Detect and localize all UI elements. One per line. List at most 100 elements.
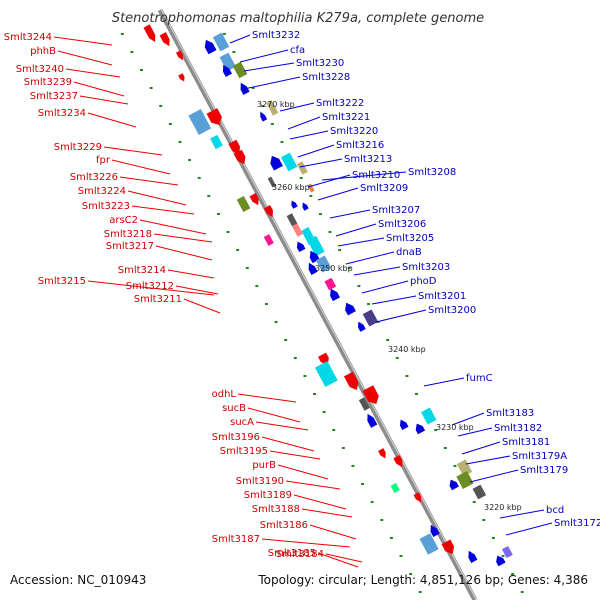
gene-feature[interactable] bbox=[159, 32, 173, 48]
gene-label[interactable]: Smlt3195 bbox=[220, 446, 268, 457]
gene-label[interactable]: Smlt3230 bbox=[296, 58, 344, 69]
gene-label[interactable]: Smlt3179A bbox=[512, 451, 567, 462]
gene-label[interactable]: Smlt3229 bbox=[54, 142, 102, 153]
gene-label[interactable]: Smlt3188 bbox=[252, 504, 300, 515]
gene-feature[interactable] bbox=[466, 549, 478, 563]
gene-label[interactable]: odhL bbox=[212, 389, 237, 400]
gene-label[interactable]: Smlt3224 bbox=[78, 186, 126, 197]
gene-feature[interactable] bbox=[233, 149, 249, 167]
gene-feature[interactable] bbox=[358, 397, 370, 411]
gene-feature[interactable] bbox=[212, 32, 230, 52]
gene-label[interactable]: Smlt3234 bbox=[38, 108, 86, 119]
gene-label[interactable]: Smlt3190 bbox=[236, 476, 284, 487]
gene-feature[interactable] bbox=[188, 108, 212, 136]
gene-feature[interactable] bbox=[249, 193, 262, 207]
gene-label[interactable]: fpr bbox=[96, 155, 111, 166]
gene-label[interactable]: Smlt3196 bbox=[212, 432, 260, 443]
gene-label[interactable]: Smlt3211 bbox=[134, 294, 182, 305]
gene-feature[interactable] bbox=[413, 492, 424, 504]
gene-feature[interactable] bbox=[324, 277, 337, 291]
gene-label[interactable]: Smlt3186 bbox=[260, 520, 308, 531]
gene-feature[interactable] bbox=[301, 201, 309, 211]
gene-feature[interactable] bbox=[314, 360, 338, 388]
gene-label[interactable]: Smlt3220 bbox=[330, 126, 378, 137]
gene-label[interactable]: cfa bbox=[290, 45, 305, 56]
gene-label[interactable]: Smlt3217 bbox=[106, 241, 154, 252]
gene-label[interactable]: Smlt3215 bbox=[38, 276, 86, 287]
gene-label[interactable]: Smlt3222 bbox=[316, 98, 364, 109]
gene-label[interactable]: Smlt3213 bbox=[344, 154, 392, 165]
gene-label[interactable]: sucA bbox=[230, 417, 254, 428]
gene-label[interactable]: Smlt3181 bbox=[502, 437, 550, 448]
gene-feature[interactable] bbox=[419, 533, 439, 555]
gene-feature[interactable] bbox=[456, 459, 473, 477]
gene-feature[interactable] bbox=[291, 223, 303, 237]
gene-label[interactable]: Smlt3201 bbox=[418, 291, 466, 302]
gene-feature[interactable] bbox=[307, 183, 315, 193]
gene-label[interactable]: arsC2 bbox=[109, 215, 138, 226]
gene-feature[interactable] bbox=[280, 152, 298, 172]
gene-label[interactable]: Smlt3182 bbox=[494, 423, 542, 434]
gene-feature[interactable] bbox=[258, 110, 268, 122]
gene-label[interactable]: purB bbox=[252, 460, 276, 471]
gene-feature[interactable] bbox=[306, 261, 318, 275]
gene-label[interactable]: dnaB bbox=[396, 247, 422, 258]
gene-feature[interactable] bbox=[263, 205, 276, 219]
gene-feature[interactable] bbox=[494, 554, 506, 567]
gene-feature[interactable] bbox=[289, 199, 298, 209]
gene-feature[interactable] bbox=[263, 234, 274, 246]
gene-label[interactable]: Smlt3226 bbox=[70, 172, 118, 183]
gene-feature[interactable] bbox=[421, 407, 437, 425]
gene-feature[interactable] bbox=[342, 301, 356, 316]
gene-feature[interactable] bbox=[206, 108, 225, 128]
gene-feature[interactable] bbox=[296, 161, 308, 175]
gene-feature[interactable] bbox=[456, 470, 474, 490]
gene-label[interactable]: Smlt3239 bbox=[24, 77, 72, 88]
gene-label[interactable]: Smlt3228 bbox=[302, 72, 350, 83]
gene-label[interactable]: Smlt3203 bbox=[402, 262, 450, 273]
gene-label[interactable]: Smlt3205 bbox=[386, 233, 434, 244]
gene-feature[interactable] bbox=[236, 195, 251, 213]
gene-label[interactable]: Smlt3214 bbox=[118, 265, 166, 276]
gene-label[interactable]: Smlt3208 bbox=[408, 167, 456, 178]
gene-label[interactable]: bcd bbox=[546, 505, 564, 516]
gene-feature[interactable] bbox=[228, 139, 243, 157]
gene-label[interactable]: Smlt3244 bbox=[4, 32, 52, 43]
gene-feature[interactable] bbox=[232, 61, 248, 79]
gene-label[interactable]: Smlt3172 bbox=[554, 518, 600, 529]
gene-label[interactable]: Smlt3207 bbox=[372, 205, 420, 216]
gene-feature[interactable] bbox=[175, 50, 185, 61]
gene-label[interactable]: Smlt3232 bbox=[252, 30, 300, 41]
gene-feature[interactable] bbox=[378, 448, 388, 460]
gene-feature[interactable] bbox=[398, 418, 409, 431]
gene-label[interactable]: Smlt3206 bbox=[378, 219, 426, 230]
gene-feature[interactable] bbox=[472, 484, 487, 500]
gene-label[interactable]: Smlt3189 bbox=[244, 490, 292, 501]
gene-label[interactable]: Smlt3179 bbox=[520, 465, 568, 476]
gene-feature[interactable] bbox=[428, 523, 440, 537]
gene-feature[interactable] bbox=[219, 52, 236, 72]
gene-feature[interactable] bbox=[343, 371, 361, 393]
gene-label[interactable]: Smlt3240 bbox=[16, 64, 64, 75]
gene-label[interactable]: phhB bbox=[30, 46, 56, 57]
gene-feature[interactable] bbox=[362, 385, 382, 407]
gene-label[interactable]: phoD bbox=[410, 276, 437, 287]
gene-label[interactable]: Smlt3216 bbox=[336, 140, 384, 151]
gene-feature[interactable] bbox=[315, 255, 332, 273]
gene-feature[interactable] bbox=[327, 287, 340, 302]
gene-feature[interactable] bbox=[202, 38, 217, 55]
gene-feature[interactable] bbox=[178, 73, 186, 82]
gene-feature[interactable] bbox=[307, 235, 325, 257]
gene-feature[interactable] bbox=[365, 412, 378, 428]
gene-label[interactable]: Smlt3200 bbox=[428, 305, 476, 316]
gene-label[interactable]: fumC bbox=[466, 373, 493, 384]
gene-label[interactable]: Smlt3184 bbox=[276, 549, 324, 560]
gene-feature[interactable] bbox=[266, 100, 279, 116]
gene-feature[interactable] bbox=[447, 478, 459, 491]
gene-label[interactable]: Smlt3218 bbox=[104, 229, 152, 240]
gene-label[interactable]: Smlt3221 bbox=[322, 112, 370, 123]
gene-feature[interactable] bbox=[210, 134, 223, 150]
gene-feature[interactable] bbox=[220, 63, 232, 77]
gene-feature[interactable] bbox=[362, 309, 379, 327]
gene-feature[interactable] bbox=[356, 320, 366, 332]
